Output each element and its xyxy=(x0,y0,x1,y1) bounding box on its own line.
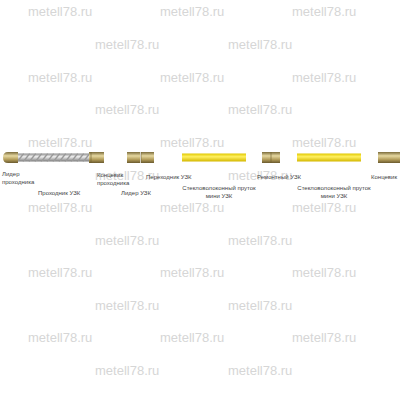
watermark: metell78.ru xyxy=(228,234,292,247)
watermark: metell78.ru xyxy=(228,38,292,51)
part-label: Стекловолоконный пруток мини УЗК xyxy=(295,185,373,200)
watermark: metell78.ru xyxy=(95,364,159,377)
watermark: metell78.ru xyxy=(28,331,92,344)
watermark: metell78.ru xyxy=(28,266,92,279)
watermark: metell78.ru xyxy=(228,299,292,312)
watermark: metell78.ru xyxy=(228,103,292,116)
watermark: metell78.ru xyxy=(160,5,224,18)
watermark: metell78.ru xyxy=(160,331,224,344)
watermark: metell78.ru xyxy=(160,201,224,214)
part-label: Проходник УЗК xyxy=(38,190,80,198)
watermark: metell78.ru xyxy=(28,201,92,214)
part-label: Стекловолоконный пруток мини УЗК xyxy=(180,185,258,200)
part-label: Концевик проходника xyxy=(97,172,131,187)
watermark: metell78.ru xyxy=(95,103,159,116)
watermark: metell78.ru xyxy=(28,136,92,149)
watermark: metell78.ru xyxy=(28,71,92,84)
watermark: metell78.ru xyxy=(292,71,356,84)
part-label: Ремонтный УЗК xyxy=(257,174,301,182)
watermark: metell78.ru xyxy=(160,266,224,279)
part-label: Лидер проходника xyxy=(2,171,32,186)
part-label: Переходник УЗК xyxy=(146,174,192,182)
part-label: Лидер УЗК xyxy=(121,190,151,198)
watermark: metell78.ru xyxy=(95,234,159,247)
watermark: metell78.ru xyxy=(28,5,92,18)
watermark: metell78.ru xyxy=(292,266,356,279)
watermark: metell78.ru xyxy=(160,136,224,149)
watermark: metell78.ru xyxy=(228,364,292,377)
watermark: metell78.ru xyxy=(95,38,159,51)
watermark: metell78.ru xyxy=(292,331,356,344)
watermark: metell78.ru xyxy=(292,5,356,18)
watermark: metell78.ru xyxy=(160,71,224,84)
watermark: metell78.ru xyxy=(292,201,356,214)
part-label: Концевик xyxy=(371,174,397,182)
watermark: metell78.ru xyxy=(95,299,159,312)
watermark: metell78.ru xyxy=(292,136,356,149)
